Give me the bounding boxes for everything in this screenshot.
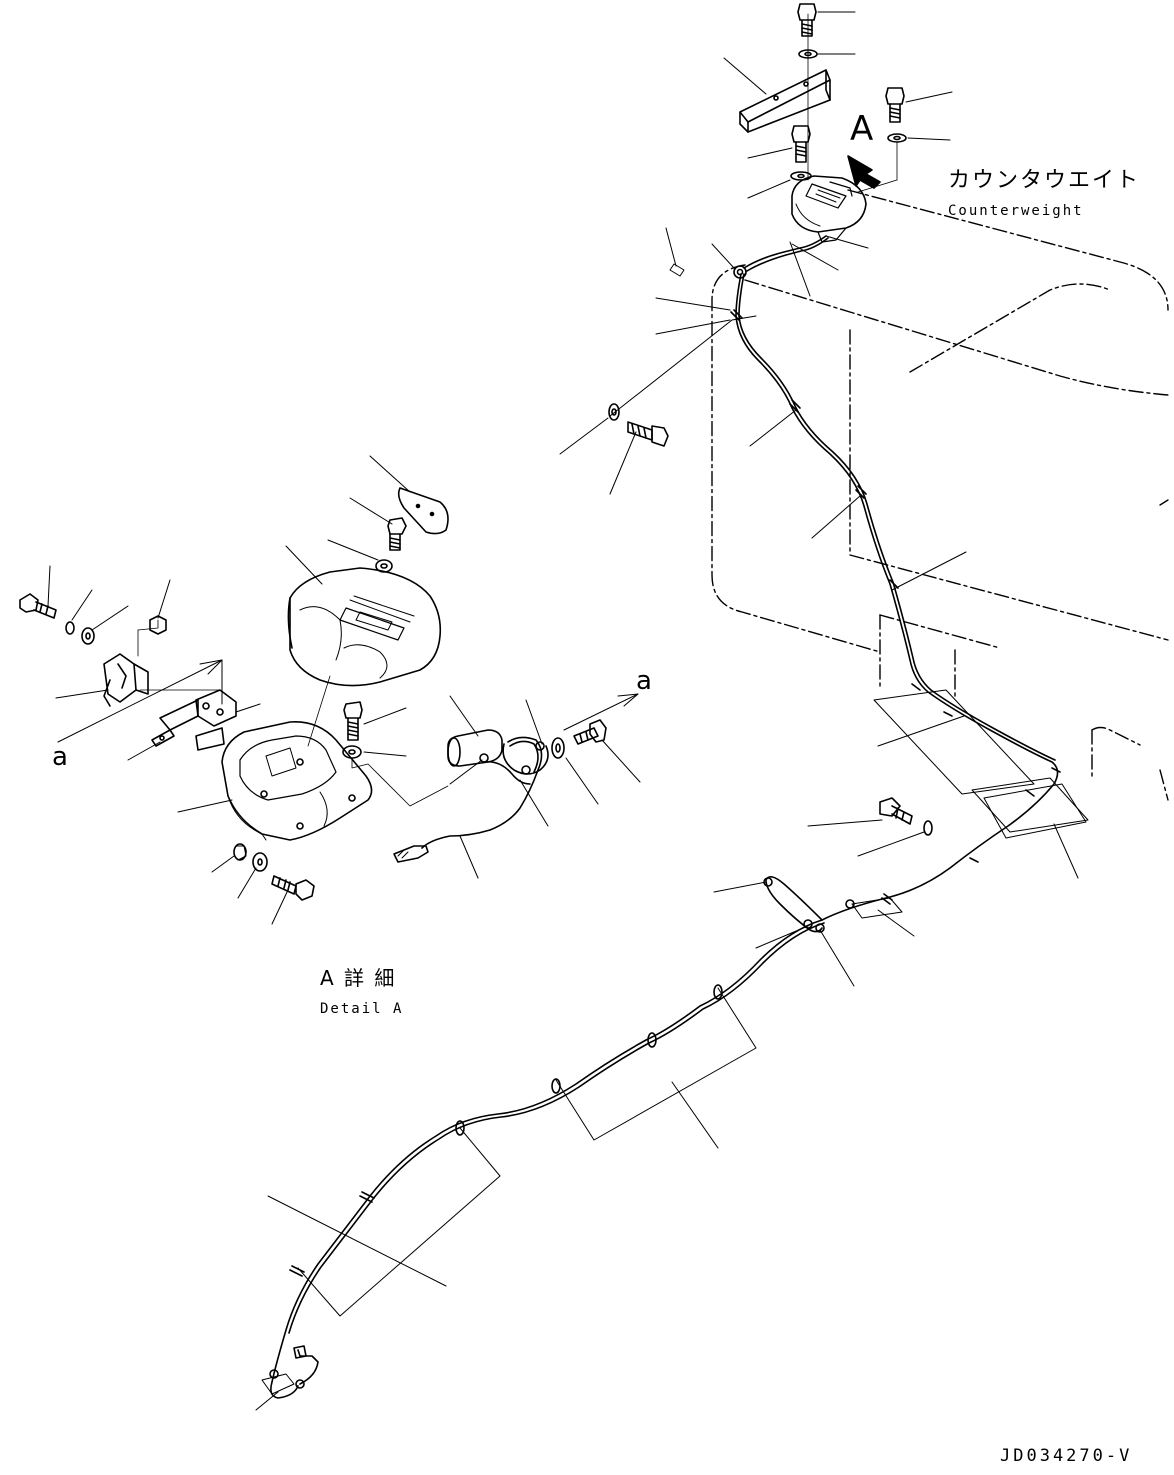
cw-bolt-washer: [559, 403, 669, 495]
detail-lamp-bolt: [573, 719, 641, 783]
top-washer-1: [798, 49, 856, 59]
counterweight-label-en: Counterweight: [948, 203, 1084, 219]
detail-ref-arrow-right: [563, 693, 639, 731]
detail-washer-bottom: [237, 852, 268, 899]
detail-gasket: [195, 727, 225, 751]
drawing-code: JD034270-V: [1000, 1446, 1133, 1466]
wire-leaders: [255, 227, 1079, 1411]
detail-switch-bracket: [55, 653, 221, 707]
detail-top-piece: [369, 455, 449, 535]
counterweight-label-jp: カウンタウエイト: [948, 168, 1141, 193]
detail-a-label-jp: A 詳 細: [320, 966, 397, 990]
detail-nut-bottom: [211, 843, 247, 873]
detail-cover-top: [285, 545, 442, 747]
ref-a-right-label: a: [636, 666, 652, 696]
ref-a-left-label: a: [52, 742, 68, 772]
detail-bolt-mid: [343, 701, 407, 741]
top-bolt-2: [885, 87, 953, 123]
detail-bolt-left: [19, 565, 57, 619]
top-bracket: [723, 13, 831, 181]
view-arrow: [847, 155, 881, 189]
wire-tags: [261, 689, 1089, 1395]
detail-bolt-bottom: [271, 875, 315, 925]
lamp-assembly: [791, 175, 867, 243]
top-bolt-3: [747, 125, 811, 163]
top-bolt-1: [797, 3, 856, 37]
wire-harness: [269, 235, 1061, 1399]
detail-nut: [137, 579, 171, 657]
top-washer-2: [857, 133, 951, 193]
top-washer-3: [747, 171, 812, 199]
view-marker-label: A: [850, 109, 874, 149]
detail-plate: [127, 689, 261, 761]
detail-washer-mid: [342, 745, 449, 807]
detail-lamp-washer: [551, 737, 599, 805]
counterweight-outline: [711, 189, 1169, 801]
detail-lamp-unit: [393, 695, 549, 879]
detail-washer-top: [327, 539, 393, 573]
detail-a-label-en: Detail A: [320, 1001, 404, 1017]
detail-washer-small: [65, 589, 93, 635]
detail-washer-large: [81, 605, 129, 645]
detail-ref-arrow-left: [57, 659, 223, 743]
wire-clamp-bolt: [807, 797, 933, 857]
detail-bolt-top: [349, 497, 407, 551]
detail-base-housing: [177, 721, 373, 841]
